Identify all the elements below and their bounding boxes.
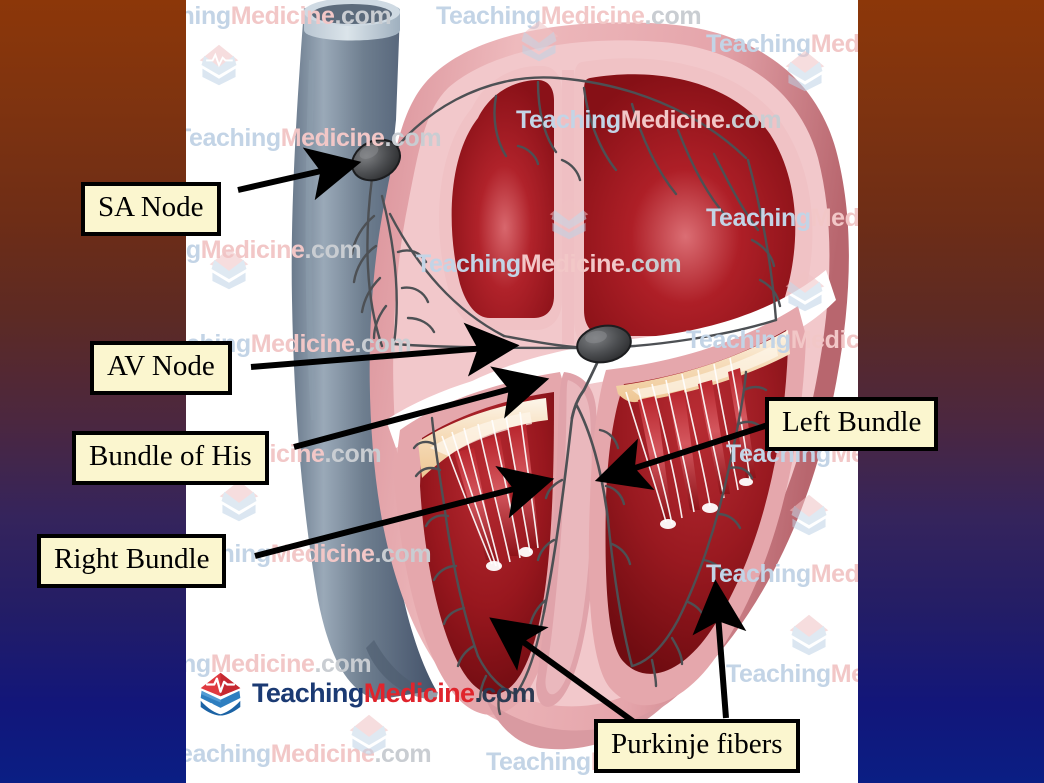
sa-node [351,138,401,182]
label-right-bundle-text: Right Bundle [54,543,210,575]
anatomy-image-panel: TeachingMedicine.com TeachingMedicine.co… [186,0,858,783]
av-node [576,324,632,364]
label-left-bundle-text: Left Bundle [782,406,922,438]
teachingmedicine-logo[interactable]: TeachingMedicine.com [198,671,536,716]
label-left-bundle[interactable]: Left Bundle [765,397,939,451]
label-sa-node-text: SA Node [98,191,204,223]
right-atrium [439,66,562,330]
label-sa-node[interactable]: SA Node [81,182,221,236]
label-right-bundle[interactable]: Right Bundle [37,534,227,588]
label-purkinje-fibers-text: Purkinje fibers [611,728,783,760]
label-bundle-of-his[interactable]: Bundle of His [72,431,269,485]
teachingmedicine-logo-icon [198,671,243,716]
left-atrium [574,58,813,352]
label-av-node[interactable]: AV Node [90,341,232,395]
teachingmedicine-wordmark: TeachingMedicine.com [252,678,536,708]
apex-wall [486,698,672,750]
interatrial-septum [562,70,574,344]
label-av-node-text: AV Node [107,350,215,382]
label-bundle-of-his-text: Bundle of His [89,440,252,472]
heart-illustration [186,0,858,783]
label-purkinje-fibers[interactable]: Purkinje fibers [594,719,800,773]
heart-svg [291,0,849,750]
